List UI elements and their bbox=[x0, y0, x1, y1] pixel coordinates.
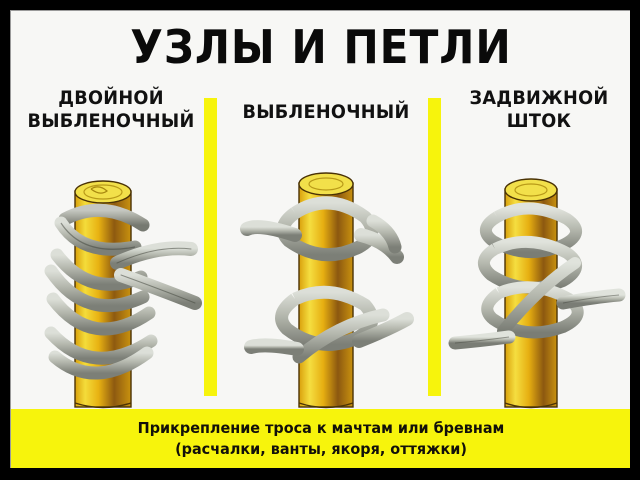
caption-line-2: (расчалки, ванты, якоря, оттяжки) bbox=[175, 440, 467, 458]
column-divider-1 bbox=[204, 98, 217, 396]
column-heading-3: ЗАДВИЖНОЙ ШТОК bbox=[453, 87, 624, 133]
column-divider-2 bbox=[428, 98, 441, 396]
column-heading-2: ВЫБЛЕНОЧНЫЙ bbox=[236, 101, 416, 124]
column-heading-1-line-2: ВЫБЛЕНОЧНЫЙ bbox=[27, 110, 195, 132]
knot-illustration-double-clove-hitch bbox=[17, 151, 207, 409]
caption-band: Прикрепление троса к мачтам или бревнам … bbox=[11, 409, 630, 468]
column-heading-1-line-1: ДВОЙНОЙ bbox=[58, 87, 164, 109]
knot-illustration-rolling-hitch bbox=[443, 151, 630, 409]
column-heading-1: ДВОЙНОЙ ВЫБЛЕНОЧНЫЙ bbox=[20, 87, 202, 133]
column-heading-2-line-1: ВЫБЛЕНОЧНЫЙ bbox=[242, 101, 410, 123]
column-heading-3-line-1: ЗАДВИЖНОЙ bbox=[469, 87, 609, 109]
poster-card: УЗЛЫ И ПЕТЛИ ДВОЙНОЙ ВЫБЛЕНОЧНЫЙ ВЫБЛЕНО… bbox=[10, 10, 630, 468]
caption-line-1: Прикрепление троса к мачтам или бревнам bbox=[137, 419, 505, 437]
page-title: УЗЛЫ И ПЕТЛИ bbox=[130, 20, 512, 74]
knot-illustration-clove-hitch bbox=[233, 151, 423, 409]
column-heading-3-line-2: ШТОК bbox=[506, 110, 572, 132]
